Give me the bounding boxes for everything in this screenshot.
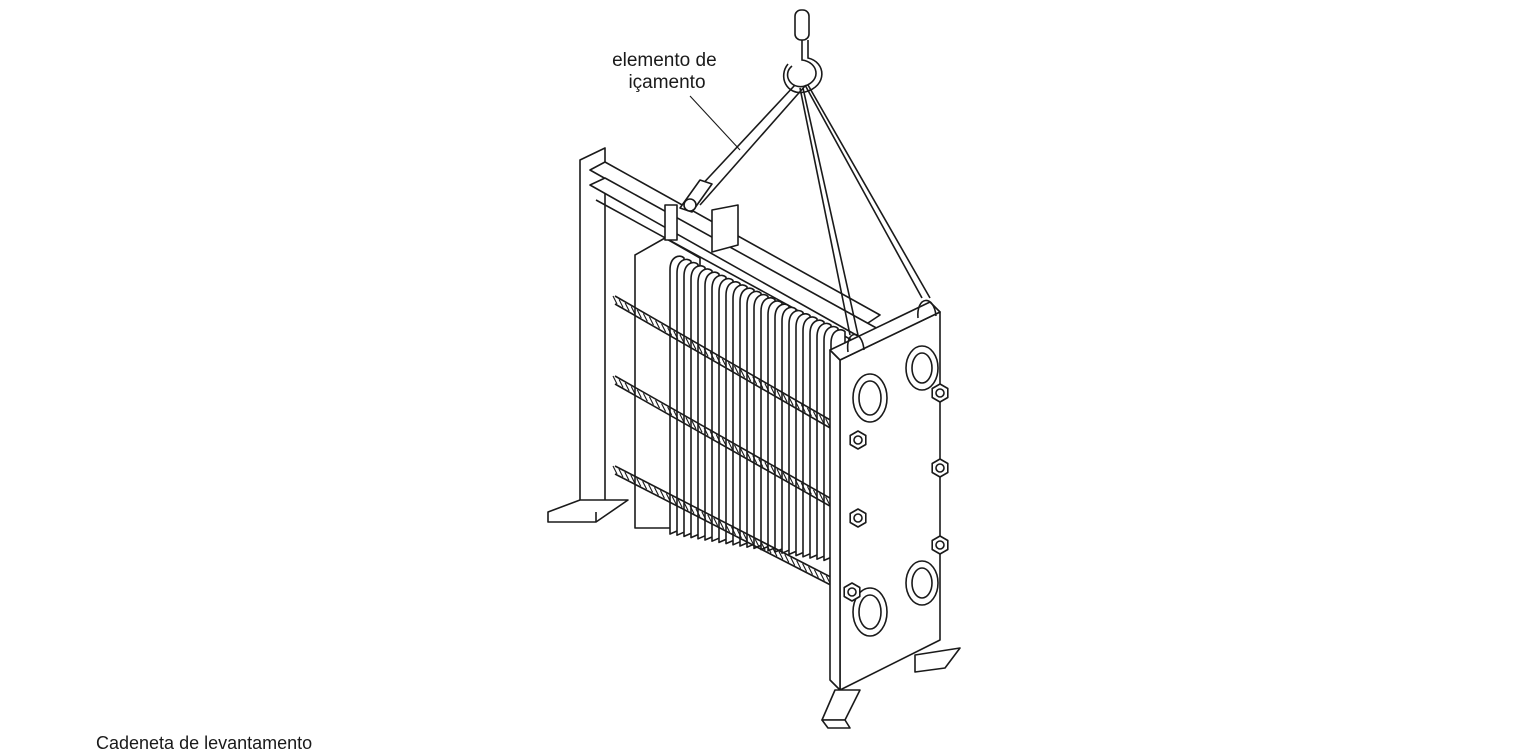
figure-caption: Cadeneta de levantamento (96, 733, 313, 753)
bolt-end (847, 587, 857, 597)
label-line-2: içamento (628, 72, 705, 93)
lifting-element-label: elemento de içamento (612, 50, 722, 93)
tightening-rod (612, 375, 861, 523)
bolt-end (853, 435, 863, 445)
front-frame-plate (829, 301, 941, 691)
bolt-end (935, 540, 945, 550)
tightening-rod (612, 465, 855, 597)
lifting-lugs (846, 299, 937, 353)
bolt-end (935, 463, 945, 473)
bolt-nuts (843, 383, 949, 602)
bolt-end (935, 388, 945, 398)
bolt-end (853, 513, 863, 523)
label-leader-line (689, 95, 741, 151)
label-line-1: elemento de (612, 50, 717, 71)
lifting-slings (664, 84, 931, 336)
lifting-hook (782, 9, 823, 94)
rear-frame-column (547, 147, 629, 523)
plate-stack (669, 255, 846, 563)
front-feet (821, 647, 961, 729)
